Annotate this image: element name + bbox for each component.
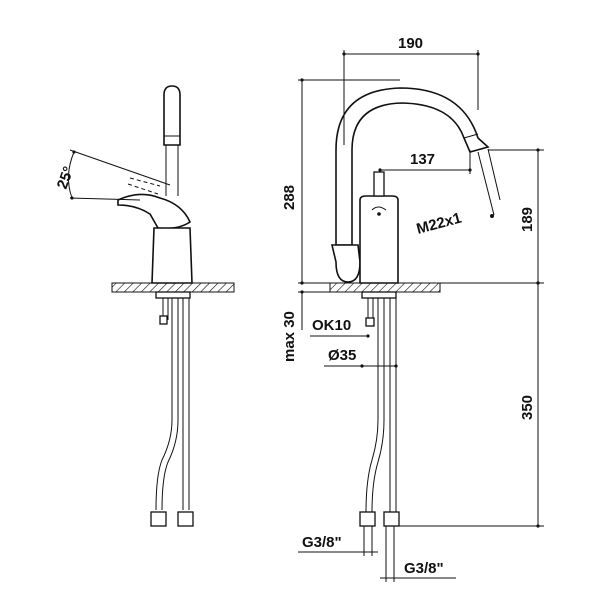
front-hose-fitting-right — [383, 511, 400, 527]
hose-connection-right-label: G3/8" — [404, 560, 444, 577]
dim-189-label: 189 — [519, 207, 536, 232]
side-lever — [117, 193, 192, 230]
thread-label: M22x1 — [415, 210, 464, 238]
hose-connection-left-label: G3/8" — [302, 534, 342, 551]
front-hose-fitting-left — [359, 511, 376, 527]
lever-stub — [373, 171, 385, 197]
side-nut — [155, 291, 191, 299]
angle-line-upper — [69, 149, 171, 186]
dim-190-label: 190 — [398, 35, 423, 52]
side-view: 25° — [54, 85, 235, 527]
angle-label: 25° — [54, 164, 78, 191]
cartridge-label: OK10 — [312, 317, 351, 334]
side-hose-fitting-left — [150, 511, 167, 527]
spout-elbow — [330, 244, 361, 283]
dim-288-label: 288 — [281, 185, 298, 210]
diameter-label: Ø35 — [328, 347, 356, 364]
angle-line-lower — [69, 197, 141, 201]
front-body — [359, 195, 399, 284]
countertop-right — [329, 282, 441, 293]
dim-137-label: 137 — [410, 151, 435, 168]
front-spout — [335, 87, 490, 246]
countertop-left — [111, 282, 235, 293]
max-thickness-label: max 30 — [281, 311, 298, 362]
dim-350-label: 350 — [519, 395, 536, 420]
front-view: 190 288 137 M22x1 189 max 30 OK10 Ø — [281, 35, 544, 582]
side-hose-fitting-right — [177, 511, 194, 527]
side-spout — [163, 85, 181, 146]
side-body — [151, 227, 193, 284]
